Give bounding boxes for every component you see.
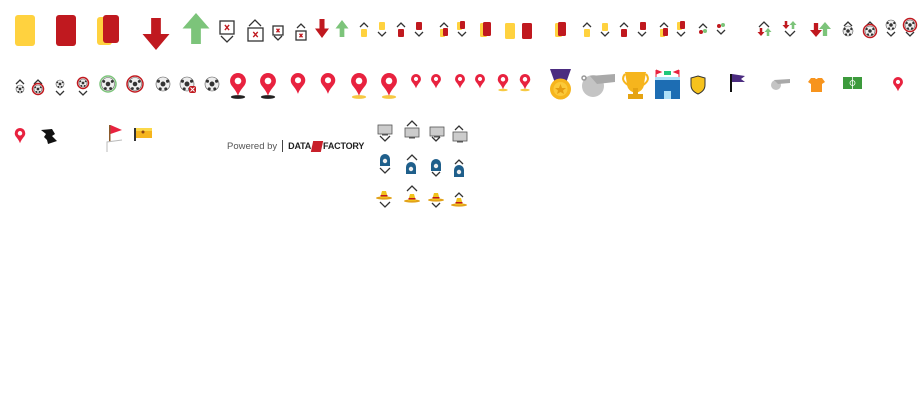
brand-right: FACTORY bbox=[323, 141, 365, 151]
powered-by-label: Powered by bbox=[227, 140, 278, 152]
divider bbox=[282, 140, 284, 152]
powered-by-footer: Powered by DATA FACTORY bbox=[227, 140, 364, 152]
brand-left: DATA bbox=[288, 141, 312, 151]
data-factory-logo: DATA FACTORY bbox=[288, 140, 365, 152]
data-factory-logo-mark-icon bbox=[310, 140, 324, 152]
